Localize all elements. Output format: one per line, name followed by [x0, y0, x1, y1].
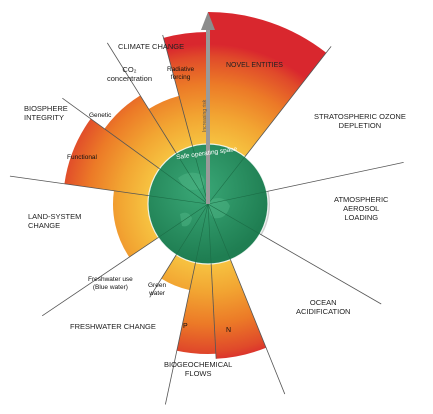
sector-separators	[9, 29, 404, 405]
separator-line-12	[162, 34, 193, 147]
risk-arrow-head	[201, 12, 215, 30]
inner-separator-2	[207, 191, 267, 205]
separator-line-7	[149, 254, 177, 298]
inner-separator-11	[175, 152, 209, 205]
inner-separator-7	[175, 203, 209, 256]
inner-separator-4	[207, 203, 231, 260]
label-novel-entities: NOVEL ENTITIES	[226, 62, 283, 69]
label-stratospheric-ozone: STRATOSPHERIC OZONE DEPLETION	[314, 112, 406, 130]
inner-separator-9	[148, 195, 209, 205]
separator-line-8	[41, 237, 159, 317]
label-radiative-forcing: Radiative forcing	[167, 66, 195, 81]
label-biosphere-integrity: BIOSPHERE INTEGRITY	[24, 104, 68, 122]
label-ocean-acidification: OCEAN ACIDIFICATION	[296, 298, 351, 316]
separator-line-2	[266, 162, 404, 192]
separator-line-6	[164, 262, 196, 405]
separator-line-5	[210, 263, 217, 359]
separator-line-4	[230, 259, 286, 395]
label-genetic: Genetic	[89, 112, 112, 119]
label-co2-concentration: CO₂ concentration	[107, 65, 153, 83]
label-freshwater-change: FRESHWATER CHANGE	[70, 322, 156, 331]
inner-separator-1	[207, 156, 246, 205]
inner-separator-3	[207, 203, 261, 235]
separator-line-11	[106, 42, 177, 154]
inner-separator-10	[159, 168, 209, 205]
label-aerosol-loading: ATMOSPHERIC AEROSOL LOADING	[334, 195, 389, 222]
increasing-risk-label: Increasing risk	[202, 99, 208, 132]
separator-line-1	[244, 46, 332, 157]
label-phosphorus: P	[183, 323, 188, 330]
separator-line-9	[9, 175, 149, 197]
inner-separator-6	[195, 203, 209, 263]
label-land-system-change: LAND-SYSTEM CHANGE	[28, 212, 82, 230]
globe-continents	[178, 172, 230, 227]
inner-separator-5	[207, 203, 212, 264]
label-nitrogen: N	[226, 327, 232, 334]
label-blue-water: Freshwater use (Blue water)	[88, 276, 133, 291]
label-climate-change: CLIMATE CHANGE	[118, 42, 185, 51]
label-biogeochemical-flows: BIOGEOCHEMICAL FLOWS	[164, 360, 233, 378]
label-functional: Functional	[67, 154, 97, 161]
label-green-water: Green water	[148, 282, 167, 297]
separator-line-3	[259, 233, 382, 305]
inner-separator-12	[192, 145, 209, 205]
inner-separator-8	[158, 203, 209, 238]
separator-line-10	[62, 97, 160, 170]
